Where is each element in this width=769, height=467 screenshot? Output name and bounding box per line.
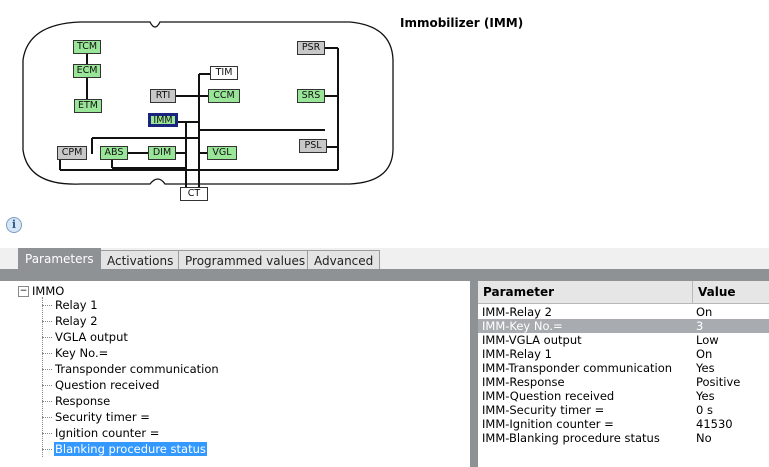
table-row[interactable]: IMM-Ignition counter = 41530 [478,417,769,431]
column-header-parameter[interactable]: Parameter [478,281,693,303]
cell-parameter: IMM-Blanking procedure status [482,431,660,445]
cell-value: Yes [696,389,715,403]
cell-parameter: IMM-Ignition counter = [482,417,614,431]
module-vgl[interactable]: VGL [207,146,237,160]
tab-parameters[interactable]: Parameters [18,248,101,270]
tab-programmed-values[interactable]: Programmed values [178,250,313,270]
tree-item-transponder-communication[interactable]: Transponder communication [42,361,220,377]
info-icon[interactable]: i [6,217,22,233]
cell-value: On [696,347,713,361]
cell-value: Yes [696,361,715,375]
cell-parameter: IMM-Relay 2 [482,305,552,319]
cell-parameter: IMM-Security timer = [482,403,605,417]
tree-item-key-no[interactable]: Key No.= [42,345,109,361]
tree-item-ignition-counter[interactable]: Ignition counter = [42,425,160,441]
table-row[interactable]: IMM-Relay 1 On [478,347,769,361]
table-row[interactable]: IMM-Blanking procedure status No [478,431,769,445]
cell-parameter: IMM-Relay 1 [482,347,552,361]
tree-root-label: IMMO [32,284,65,298]
table-row[interactable]: IMM-Question received Yes [478,389,769,403]
cell-value: Positive [696,375,741,389]
module-dim[interactable]: DIM [148,146,176,160]
table-row[interactable]: IMM-Relay 2 On [478,305,769,319]
module-abs[interactable]: ABS [100,146,128,160]
cell-value: 3 [696,319,704,333]
tree-item-vgla-output[interactable]: VGLA output [42,329,129,345]
cell-parameter: IMM-Question received [482,389,615,403]
module-etm[interactable]: ETM [74,99,102,113]
module-psr[interactable]: PSR [297,41,325,55]
module-psl[interactable]: PSL [299,139,327,153]
module-tcm[interactable]: TCM [73,40,101,54]
module-ccm[interactable]: CCM [208,89,240,103]
cell-parameter: IMM-Transponder communication [482,361,673,375]
table-row[interactable]: IMM-Security timer = 0 s [478,403,769,417]
cell-parameter: IMM-Response [482,375,565,389]
tree-item-relay-2[interactable]: Relay 2 [42,313,99,329]
module-srs[interactable]: SRS [297,89,325,103]
tab-advanced[interactable]: Advanced [307,250,381,270]
module-cpm[interactable]: CPM [57,146,87,160]
column-header-value[interactable]: Value [698,285,736,299]
table-header: Parameter Value [478,281,769,304]
cell-value: 41530 [696,417,733,431]
tree-connector [42,297,43,457]
tree-item-blanking-procedure-status[interactable]: Blanking procedure status [42,441,207,457]
parameter-tree: −IMMO Relay 1 Relay 2 VGLA output Key No… [0,281,470,467]
module-imm[interactable]: IMM [148,113,178,127]
cell-value: On [696,305,713,319]
cell-parameter: IMM-VGLA output [482,333,582,347]
wiring [59,47,339,188]
tree-item-security-timer[interactable]: Security timer = [42,409,151,425]
tree-item-response[interactable]: Response [42,393,111,409]
diagram-title: Immobilizer (IMM) [400,16,524,30]
module-tim[interactable]: TIM [210,66,238,80]
collapse-icon[interactable]: − [18,286,29,297]
car-outline [22,21,394,185]
module-rti[interactable]: RTI [150,89,176,103]
table-row[interactable]: IMM-Key No.= 3 [478,319,769,333]
car-network-svg [22,21,394,188]
tree-item-relay-1[interactable]: Relay 1 [42,297,99,313]
tab-activations[interactable]: Activations [100,250,181,270]
tab-bar: Parameters Activations Programmed values… [0,248,769,281]
table-row[interactable]: IMM-Response Positive [478,375,769,389]
table-row[interactable]: IMM-VGLA output Low [478,333,769,347]
tree-item-question-received[interactable]: Question received [42,377,160,393]
table-row[interactable]: IMM-Transponder communication Yes [478,361,769,375]
cell-value: 0 s [696,403,713,417]
cell-value: No [696,431,712,445]
cell-parameter: IMM-Key No.= [482,319,563,333]
tree-root[interactable]: −IMMO [18,283,64,299]
module-ct[interactable]: CT [180,187,208,201]
pane-splitter[interactable] [470,281,478,467]
module-ecm[interactable]: ECM [73,64,101,78]
cell-value: Low [696,333,719,347]
network-diagram: Immobilizer (IMM) TCM ECM ETM RTI TIM CCM IMM C… [0,0,769,210]
